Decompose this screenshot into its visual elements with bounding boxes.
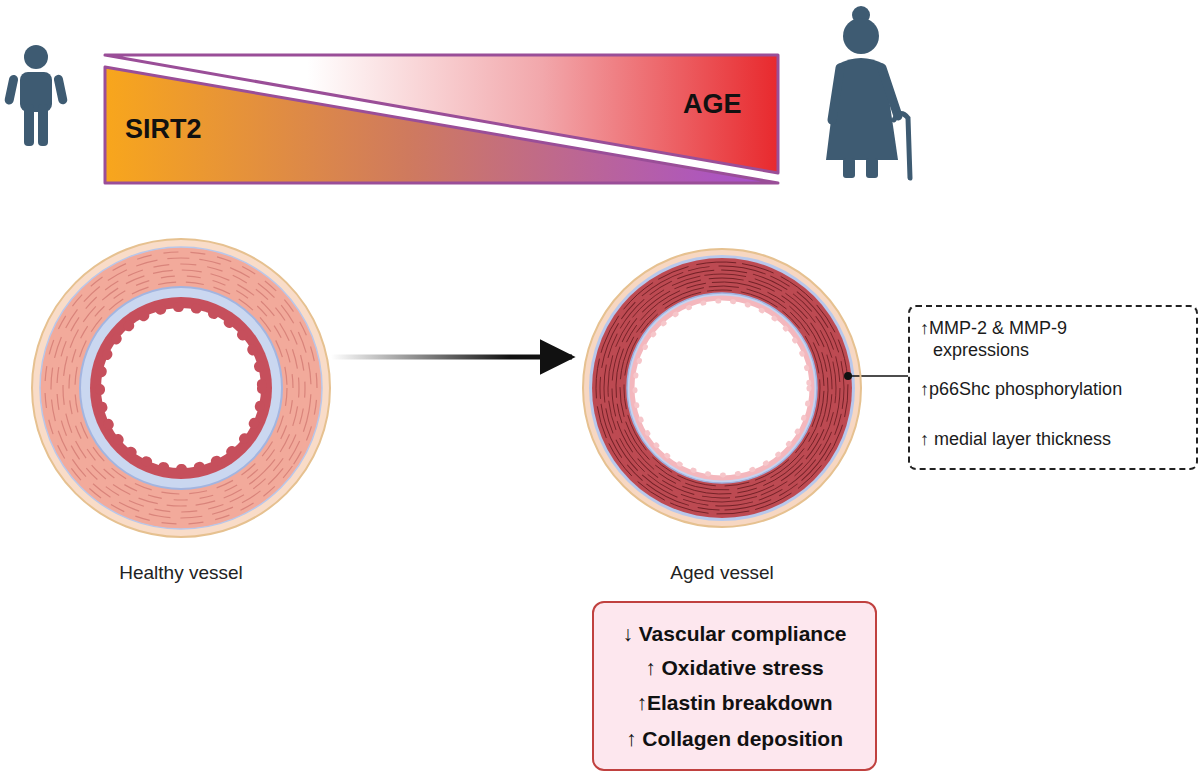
walking-cane: [894, 113, 910, 178]
elderly-foot: [866, 158, 878, 178]
age-band: AGE: [105, 55, 778, 183]
child-icon: [4, 45, 68, 146]
lumen: [632, 298, 812, 478]
elderly-foot: [843, 158, 855, 178]
outcome-item: ↑ Collagen deposition: [594, 726, 875, 752]
node-outline: [572, 239, 872, 591]
smooth-muscle-fibres: [0, 199, 370, 578]
adventitia: [32, 239, 330, 537]
band-label: AGE: [683, 88, 773, 120]
child-head: [24, 45, 48, 69]
media-layer: [40, 247, 322, 529]
node-outline: [31, 239, 331, 591]
adventitia: [583, 249, 861, 527]
elderly-icon: [826, 6, 910, 178]
outer-lamina: [589, 255, 855, 521]
healthy-vessel-art: [0, 199, 370, 578]
elderly-arm: [882, 68, 898, 116]
leader-line: [872, 375, 908, 377]
intima-folds: [635, 301, 809, 475]
vessel-outline: [32, 239, 330, 537]
vessel-caption: Aged vessel: [572, 561, 872, 585]
callout-item: ↑ medial layer thickness: [920, 428, 1192, 450]
elderly-dress: [826, 58, 898, 160]
intima-layer: [90, 297, 272, 479]
vessel-cross-section: Healthy vessel: [31, 239, 331, 591]
intima-folds: [100, 307, 262, 469]
callout-item: ↑p66Shc phosphorylation: [920, 378, 1192, 400]
elderly-arm: [832, 68, 840, 120]
child-leg: [24, 104, 34, 146]
child-leg: [38, 104, 48, 146]
aged-vessel-art: [555, 221, 888, 554]
elderly-head: [843, 18, 879, 54]
child-arm: [4, 74, 19, 105]
thick-media-layer: [592, 258, 852, 518]
elastic-lamina: [627, 293, 817, 483]
outcome-item: ↑Elastin breakdown: [594, 690, 875, 716]
progression-arrow: [331, 355, 572, 360]
vessel-outline: [583, 249, 861, 527]
callout-box: ↑MMP-2 & MMP-9 expressions ↑p66Shc phosph…: [908, 305, 1198, 470]
vessel-cross-section: Aged vessel: [572, 239, 872, 591]
outcome-box: ↓ Vascular compliance ↑ Oxidative stress ↑…: [592, 601, 877, 771]
lumen: [101, 308, 261, 468]
band-label: SIRT2: [125, 113, 245, 145]
vessel-caption: Healthy vessel: [31, 561, 331, 585]
outcome-item: ↑ Oxidative stress: [594, 655, 875, 681]
leader-dot: [844, 372, 852, 380]
outcome-item: ↓ Vascular compliance: [594, 621, 875, 647]
elastic-lamina: [80, 287, 282, 489]
node-outline: [105, 55, 778, 183]
callout-item: ↑MMP-2 & MMP-9 expressions: [920, 317, 1088, 361]
child-arm: [53, 74, 68, 105]
triangle-band: [105, 55, 778, 173]
collagen-fibres: [555, 221, 888, 554]
